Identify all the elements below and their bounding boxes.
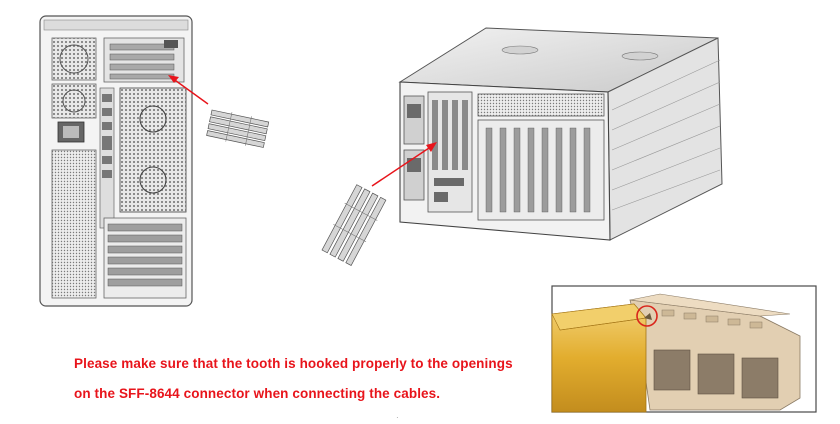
instruction-line-1: Please make sure that the tooth is hooke…: [74, 356, 513, 371]
tower-pointer-arrow: [168, 75, 209, 105]
tooth-callout-circle: [636, 305, 658, 327]
rack-pointer-arrow: [371, 142, 437, 187]
svg-text:·: ·: [396, 413, 399, 422]
rack-server-illustration: [398, 27, 723, 241]
tower-server-illustration: [39, 15, 193, 307]
instruction-line-2: on the SFF-8644 connector when connectin…: [74, 386, 441, 401]
cable-plugs-rack: [321, 184, 387, 266]
connector-detail-inset: [551, 285, 817, 413]
cable-plugs-tower: [206, 109, 270, 148]
